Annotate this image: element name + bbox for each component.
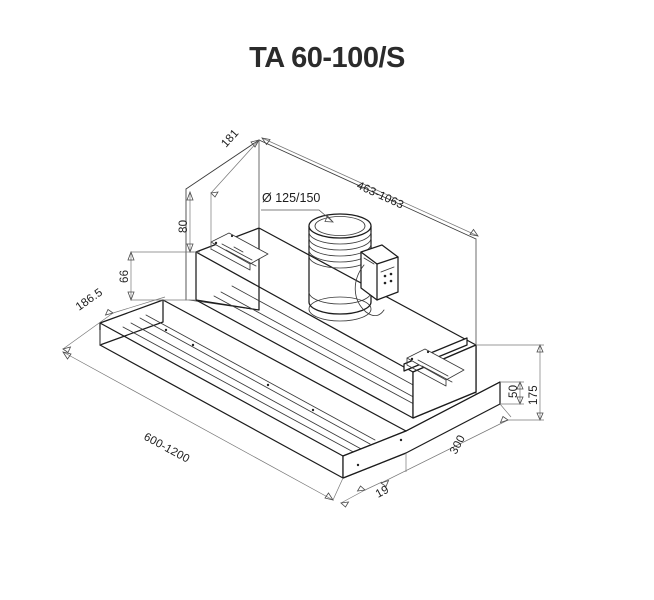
dimension-label-19: 19 bbox=[374, 484, 391, 501]
dimension-label-463-1063: 463-1063 bbox=[355, 180, 406, 212]
dimension-463-1063: 463-1063 bbox=[261, 137, 479, 237]
dimension-label-duct-diameter: Ø 125/150 bbox=[262, 191, 320, 205]
dimension-175: 175 bbox=[476, 343, 544, 422]
component-mounting-bracket-right bbox=[406, 348, 465, 387]
page-title: TA 60-100/S bbox=[249, 42, 405, 74]
dimension-66: 66 bbox=[119, 250, 196, 302]
component-mounting-bracket-left bbox=[210, 232, 269, 271]
dimension-duct-diameter: Ø 125/150 bbox=[261, 191, 334, 223]
dimension-label-175: 175 bbox=[528, 385, 540, 405]
component-junction-box bbox=[354, 244, 399, 317]
fixing-holes bbox=[164, 328, 403, 467]
dimension-label-66: 66 bbox=[119, 270, 131, 283]
dimension-19: 19 bbox=[340, 453, 407, 508]
dimension-50: 50 bbox=[500, 380, 524, 406]
dimension-label-80: 80 bbox=[178, 220, 190, 233]
dimension-label-181: 181 bbox=[219, 127, 241, 150]
dimension-label-186-5: 186.5 bbox=[74, 287, 105, 314]
dimension-80: 80 bbox=[178, 190, 200, 254]
dimension-label-50: 50 bbox=[508, 385, 520, 398]
dimension-label-300: 300 bbox=[448, 433, 468, 456]
dimension-label-600-1200: 600-1200 bbox=[142, 431, 192, 466]
